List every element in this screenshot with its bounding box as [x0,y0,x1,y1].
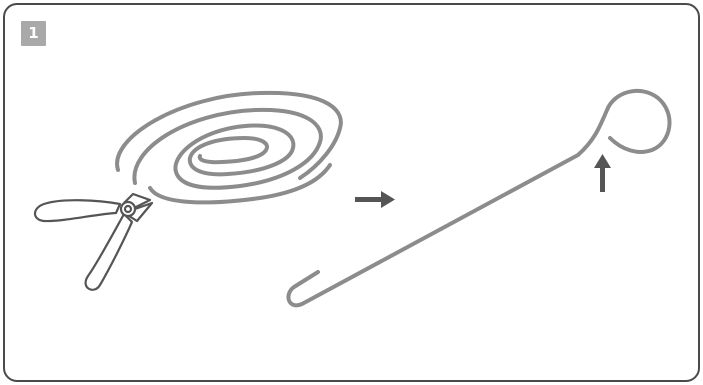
step-number-badge: 1 [21,21,46,46]
panel-border [4,4,699,381]
